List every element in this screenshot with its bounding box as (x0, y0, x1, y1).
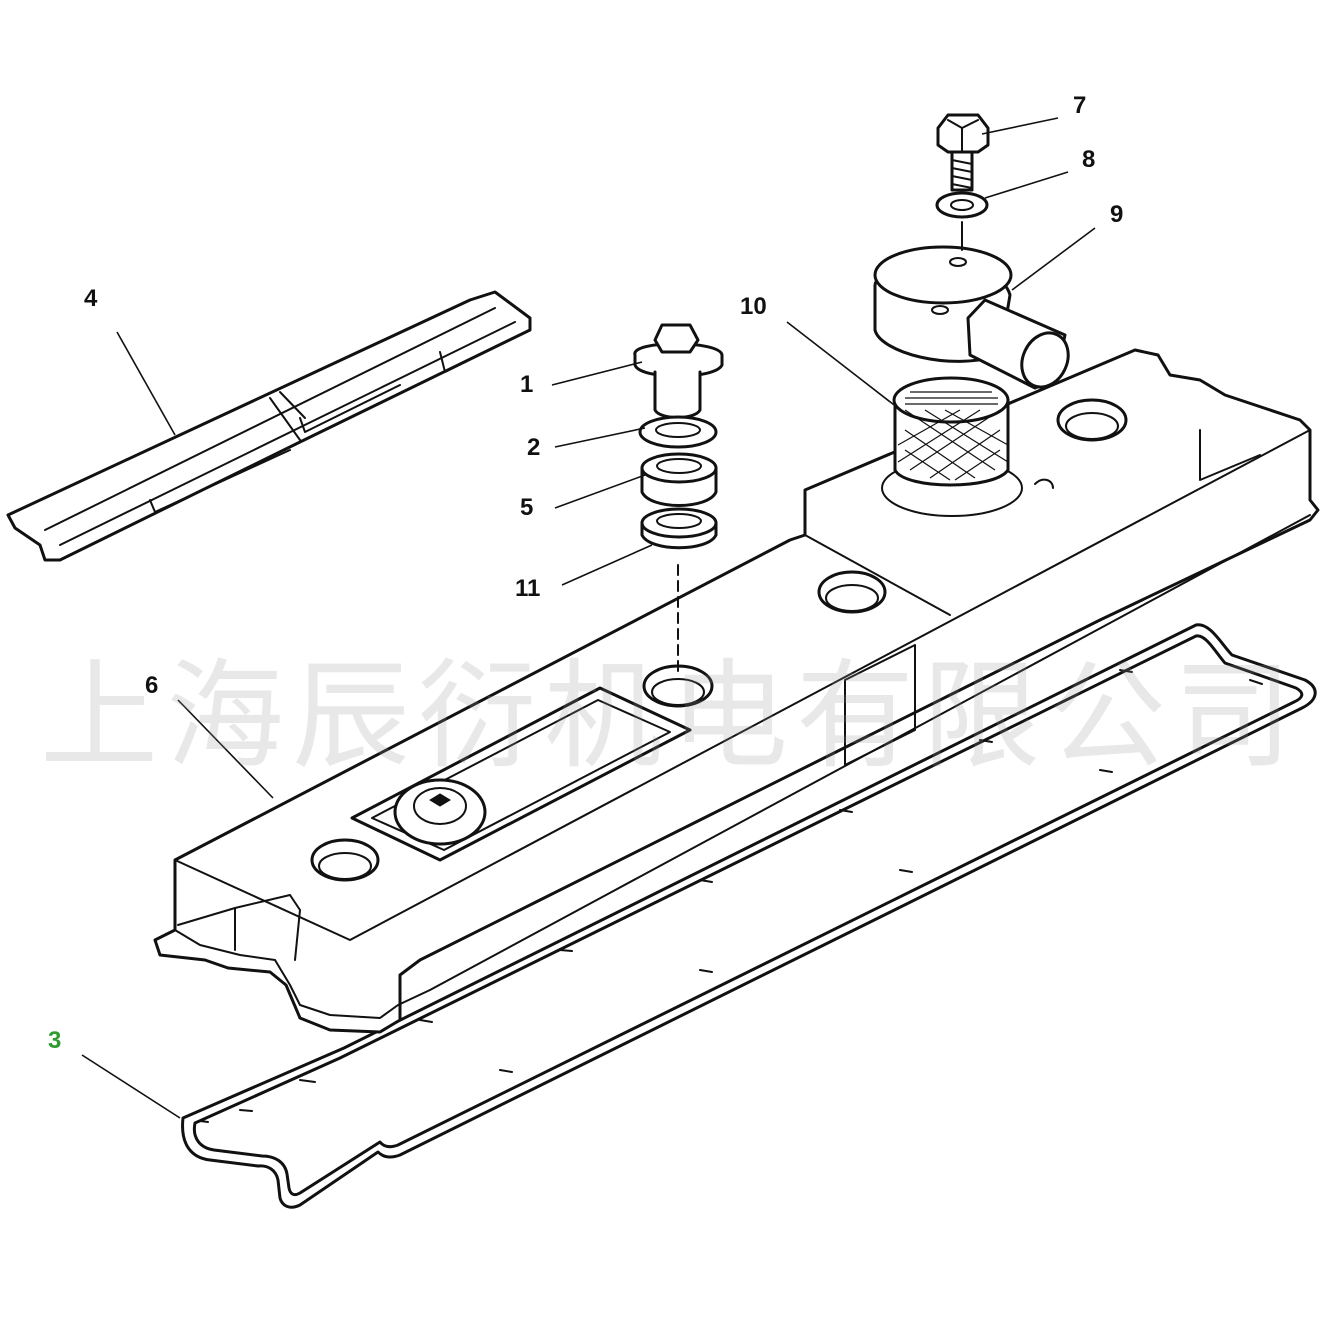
leader-9 (1011, 227, 1096, 291)
callout-6: 6 (145, 672, 158, 699)
leader-8 (984, 171, 1069, 199)
part-4-cover-strip[interactable] (6, 290, 532, 562)
callout-11: 11 (515, 575, 540, 602)
callout-labels: 1 2 3 4 5 6 7 8 9 10 11 (48, 92, 1123, 1054)
part-5-bushing[interactable] (640, 452, 718, 507)
callout-8: 8 (1082, 146, 1095, 173)
leader-5 (554, 474, 646, 509)
callout-9: 9 (1110, 201, 1123, 228)
leader-4 (116, 331, 176, 436)
leader-1 (551, 361, 643, 386)
leader-lines (81, 117, 1096, 1119)
part-8-washer[interactable] (935, 191, 989, 219)
leader-7 (981, 117, 1059, 135)
part-9-breather-cap[interactable] (873, 245, 1077, 395)
part-11-seal-washer[interactable] (640, 507, 718, 550)
callout-10: 10 (740, 293, 767, 320)
part-7-bolt[interactable] (936, 113, 990, 192)
callout-3: 3 (48, 1027, 61, 1054)
part-10-breather-filter[interactable] (892, 376, 1010, 487)
part-1-stud-bolt[interactable] (633, 323, 724, 419)
leader-2 (554, 427, 646, 448)
callout-7: 7 (1073, 92, 1086, 119)
callout-5: 5 (520, 494, 533, 521)
part-6-valve-cover[interactable] (153, 348, 1320, 1034)
callout-2: 2 (527, 434, 540, 461)
part-3-gasket[interactable] (181, 623, 1317, 1209)
callout-4: 4 (84, 285, 98, 312)
leader-3 (81, 1054, 181, 1119)
leader-10 (786, 321, 899, 409)
callout-1: 1 (520, 371, 533, 398)
leader-11 (561, 544, 653, 586)
part-2-seal-ring[interactable] (638, 415, 718, 449)
leader-6 (177, 699, 274, 799)
